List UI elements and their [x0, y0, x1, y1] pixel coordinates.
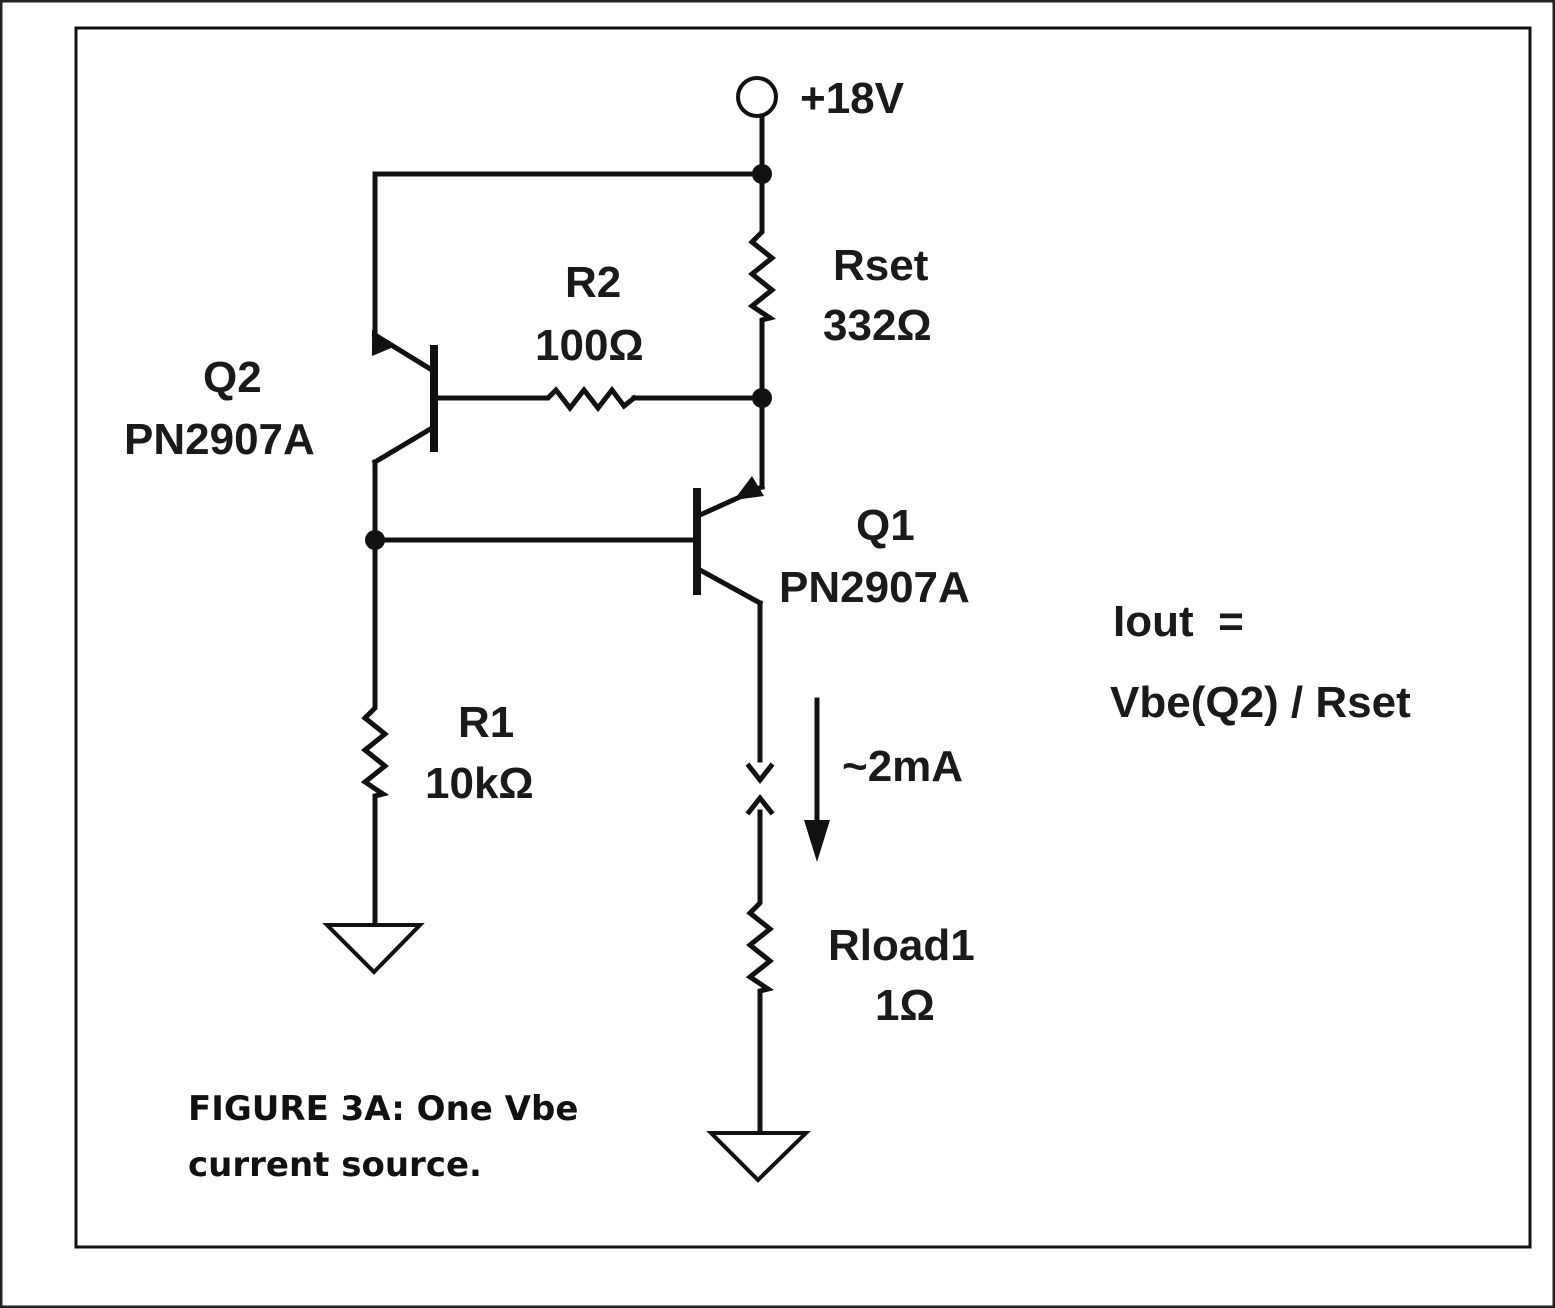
r1-ground-icon [322, 923, 425, 975]
supply-label: +18V [800, 74, 905, 123]
r2-name-label: R2 [565, 258, 621, 307]
q2-transistor-icon [371, 330, 438, 466]
current-label: ~2mA [842, 742, 963, 791]
r2-resistor-icon [537, 385, 638, 413]
rload-value-label: 1Ω [875, 981, 935, 1030]
formula-line1: Iout = [1113, 597, 1244, 646]
q1-transistor-icon [693, 476, 766, 607]
caption-line2: current source. [188, 1145, 482, 1185]
rset-name-label: Rset [833, 241, 929, 290]
rload-resistor-icon [745, 892, 775, 1000]
connector-icon [745, 762, 775, 816]
rset-resistor-icon [747, 223, 777, 329]
r1-name-label: R1 [458, 698, 514, 747]
r1-resistor-icon [360, 697, 390, 805]
r2-value-label: 100Ω [535, 321, 644, 370]
wires [372, 113, 765, 1136]
supply-terminal-icon [736, 76, 778, 118]
rload-name-label: Rload1 [828, 921, 975, 970]
figure-frame [74, 26, 1532, 1249]
r1-value-label: 10kΩ [425, 759, 534, 808]
rset-value-label: 332Ω [823, 301, 932, 350]
junction-dots [365, 164, 772, 550]
q2-part-label: PN2907A [124, 415, 315, 464]
formula-line2: Vbe(Q2) / Rset [1110, 678, 1411, 727]
current-arrow-icon [804, 697, 830, 862]
q1-part-label: PN2907A [779, 563, 970, 612]
rload-ground-icon [706, 1131, 811, 1183]
q1-name-label: Q1 [856, 501, 915, 550]
caption-line1: FIGURE 3A: One Vbe [188, 1089, 578, 1129]
q2-name-label: Q2 [203, 353, 262, 402]
